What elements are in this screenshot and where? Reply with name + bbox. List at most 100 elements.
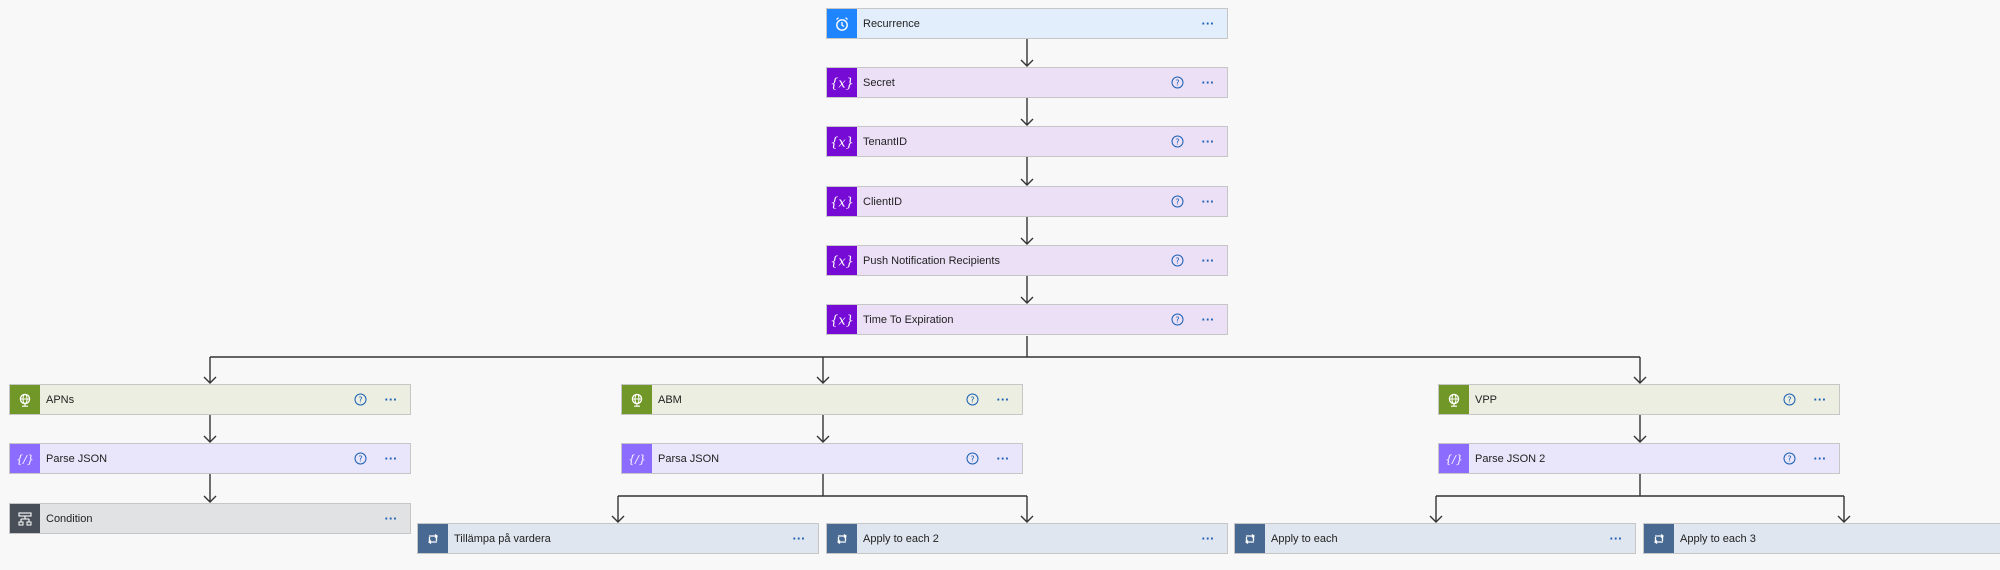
arrow-head (816, 435, 830, 443)
arrow-head (1633, 376, 1647, 384)
svg-text:?: ? (1787, 454, 1791, 463)
action-label: Time To Expiration (863, 313, 954, 326)
action-card-push-notification-recipients[interactable]: {x} Push Notification Recipients ? ··· (826, 245, 1228, 276)
action-card-time-to-expiration[interactable]: {x} Time To Expiration ? ··· (826, 304, 1228, 335)
svg-text:?: ? (1175, 197, 1179, 206)
action-label: Apply to each 2 (863, 532, 939, 545)
globe-icon (622, 385, 652, 414)
help-icon[interactable]: ? (1781, 451, 1797, 467)
globe-icon (10, 385, 40, 414)
help-icon[interactable]: ? (352, 451, 368, 467)
action-card-apns[interactable]: APNs ? ··· (9, 384, 411, 415)
more-options-button[interactable]: ··· (384, 391, 398, 407)
action-card-apply-to-each-3[interactable]: Apply to each 3 (1643, 523, 2000, 554)
more-options-button[interactable]: ··· (996, 450, 1010, 466)
more-options-button[interactable]: ··· (792, 530, 806, 546)
arrow-head (203, 495, 217, 503)
action-label: TenantID (863, 135, 908, 148)
svg-text:{∕}: {∕} (628, 453, 646, 466)
data-operation-icon: {∕} (10, 444, 40, 473)
more-options-button[interactable]: ··· (1201, 530, 1215, 546)
condition-icon (10, 504, 40, 533)
more-options-button[interactable]: ··· (1813, 450, 1827, 466)
svg-text:?: ? (1175, 315, 1179, 324)
more-options-button[interactable]: ··· (1201, 15, 1215, 31)
action-label: Push Notification Recipients (863, 254, 1000, 267)
svg-text:?: ? (970, 395, 974, 404)
help-icon[interactable]: ? (964, 451, 980, 467)
variable-icon: {x} (827, 305, 857, 334)
svg-text:?: ? (1175, 78, 1179, 87)
action-label: Parsa JSON (658, 452, 720, 465)
arrow-head (1837, 515, 1851, 523)
help-icon[interactable]: ? (1169, 75, 1185, 91)
loop-icon (418, 524, 448, 553)
help-icon[interactable]: ? (1169, 194, 1185, 210)
more-options-button[interactable]: ··· (1201, 193, 1215, 209)
svg-text:?: ? (358, 454, 362, 463)
svg-text:?: ? (1175, 137, 1179, 146)
more-options-button[interactable]: ··· (1609, 530, 1623, 546)
action-label: ClientID (863, 195, 903, 208)
svg-text:{x}: {x} (831, 76, 853, 91)
more-options-button[interactable]: ··· (996, 391, 1010, 407)
variable-icon: {x} (827, 246, 857, 275)
help-icon[interactable]: ? (1781, 392, 1797, 408)
arrow-head (1429, 515, 1443, 523)
action-card-tillampa-pa-vardera[interactable]: Tillämpa på vardera ··· (417, 523, 819, 554)
action-label: Secret (863, 76, 895, 89)
action-card-clientid[interactable]: {x} ClientID ? ··· (826, 186, 1228, 217)
arrow-head (1020, 237, 1034, 245)
more-options-button[interactable]: ··· (1813, 391, 1827, 407)
svg-text:{x}: {x} (831, 254, 853, 269)
action-label: APNs (46, 393, 75, 406)
arrow-head (1020, 118, 1034, 126)
help-icon[interactable]: ? (1169, 134, 1185, 150)
svg-text:{x}: {x} (831, 135, 853, 150)
action-card-parsa-json[interactable]: {∕} Parsa JSON ? ··· (621, 443, 1023, 474)
action-card-parse-json[interactable]: {∕} Parse JSON ? ··· (9, 443, 411, 474)
help-icon[interactable]: ? (1169, 312, 1185, 328)
help-icon[interactable]: ? (964, 392, 980, 408)
svg-text:?: ? (1175, 256, 1179, 265)
action-card-apply-to-each-2[interactable]: Apply to each 2 ··· (826, 523, 1228, 554)
more-options-button[interactable]: ··· (1201, 311, 1215, 327)
action-card-condition[interactable]: Condition ··· (9, 503, 411, 534)
variable-icon: {x} (827, 68, 857, 97)
action-label: Recurrence (863, 17, 920, 30)
arrow-head (816, 376, 830, 384)
svg-text:?: ? (1787, 395, 1791, 404)
action-card-abm[interactable]: ABM ? ··· (621, 384, 1023, 415)
more-options-button[interactable]: ··· (1201, 133, 1215, 149)
action-card-recurrence[interactable]: Recurrence ··· (826, 8, 1228, 39)
action-card-parse-json-2[interactable]: {∕} Parse JSON 2 ? ··· (1438, 443, 1840, 474)
action-card-apply-to-each[interactable]: Apply to each ··· (1234, 523, 1636, 554)
action-label: Apply to each (1271, 532, 1338, 545)
arrow-head (1633, 435, 1647, 443)
help-icon[interactable]: ? (352, 392, 368, 408)
arrow-head (203, 376, 217, 384)
action-card-secret[interactable]: {x} Secret ? ··· (826, 67, 1228, 98)
more-options-button[interactable]: ··· (384, 510, 398, 526)
arrow-head (1020, 59, 1034, 67)
more-options-button[interactable]: ··· (1201, 74, 1215, 90)
action-label: ABM (658, 393, 682, 406)
arrow-head (1020, 178, 1034, 186)
more-options-button[interactable]: ··· (384, 450, 398, 466)
action-label: Condition (46, 512, 93, 525)
alarm-clock-icon (827, 9, 857, 38)
action-card-tenantid[interactable]: {x} TenantID ? ··· (826, 126, 1228, 157)
variable-icon: {x} (827, 127, 857, 156)
svg-text:?: ? (970, 454, 974, 463)
help-icon[interactable]: ? (1169, 253, 1185, 269)
data-operation-icon: {∕} (1439, 444, 1469, 473)
more-options-button[interactable]: ··· (1201, 252, 1215, 268)
arrow-head (1020, 515, 1034, 523)
data-operation-icon: {∕} (622, 444, 652, 473)
svg-text:{∕}: {∕} (1445, 453, 1463, 466)
action-card-vpp[interactable]: VPP ? ··· (1438, 384, 1840, 415)
loop-icon (1644, 524, 1674, 553)
arrow-head (611, 515, 625, 523)
